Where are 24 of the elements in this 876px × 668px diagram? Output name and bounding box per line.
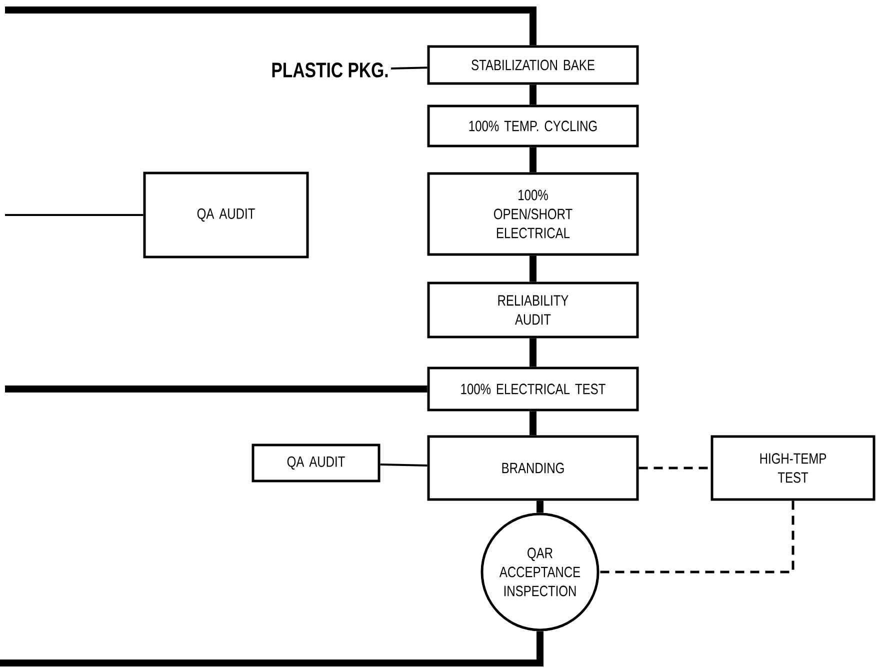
process-box: 100% ELECTRICAL TEST	[427, 366, 639, 412]
process-box: HIGH-TEMP TEST	[710, 435, 876, 501]
process-box: QA AUDIT	[252, 444, 380, 482]
connector-line	[390, 66, 428, 70]
connector-line	[5, 6, 536, 46]
connector-line	[530, 147, 536, 172]
connector-line	[530, 338, 536, 367]
connector-line	[380, 463, 428, 467]
dashed-connector	[599, 500, 794, 574]
input-label: PLASTIC PKG.	[272, 62, 388, 78]
connector-line	[530, 84, 536, 105]
process-box: QA AUDIT	[143, 172, 309, 258]
connector-line	[0, 631, 544, 666]
connector-line	[530, 411, 536, 436]
process-box: 100% OPEN/SHORT ELECTRICAL	[427, 172, 639, 256]
process-box: STABILIZATION BAKE	[427, 45, 639, 85]
process-box: BRANDING	[427, 435, 639, 501]
dashed-connector	[638, 466, 711, 470]
process-box: RELIABILITY AUDIT	[427, 282, 639, 338]
connector-line	[536, 500, 544, 513]
connector-line	[5, 385, 428, 392]
connector-line	[530, 256, 536, 282]
process-box: 100% TEMP. CYCLING	[427, 104, 639, 148]
connector-line	[5, 214, 144, 216]
